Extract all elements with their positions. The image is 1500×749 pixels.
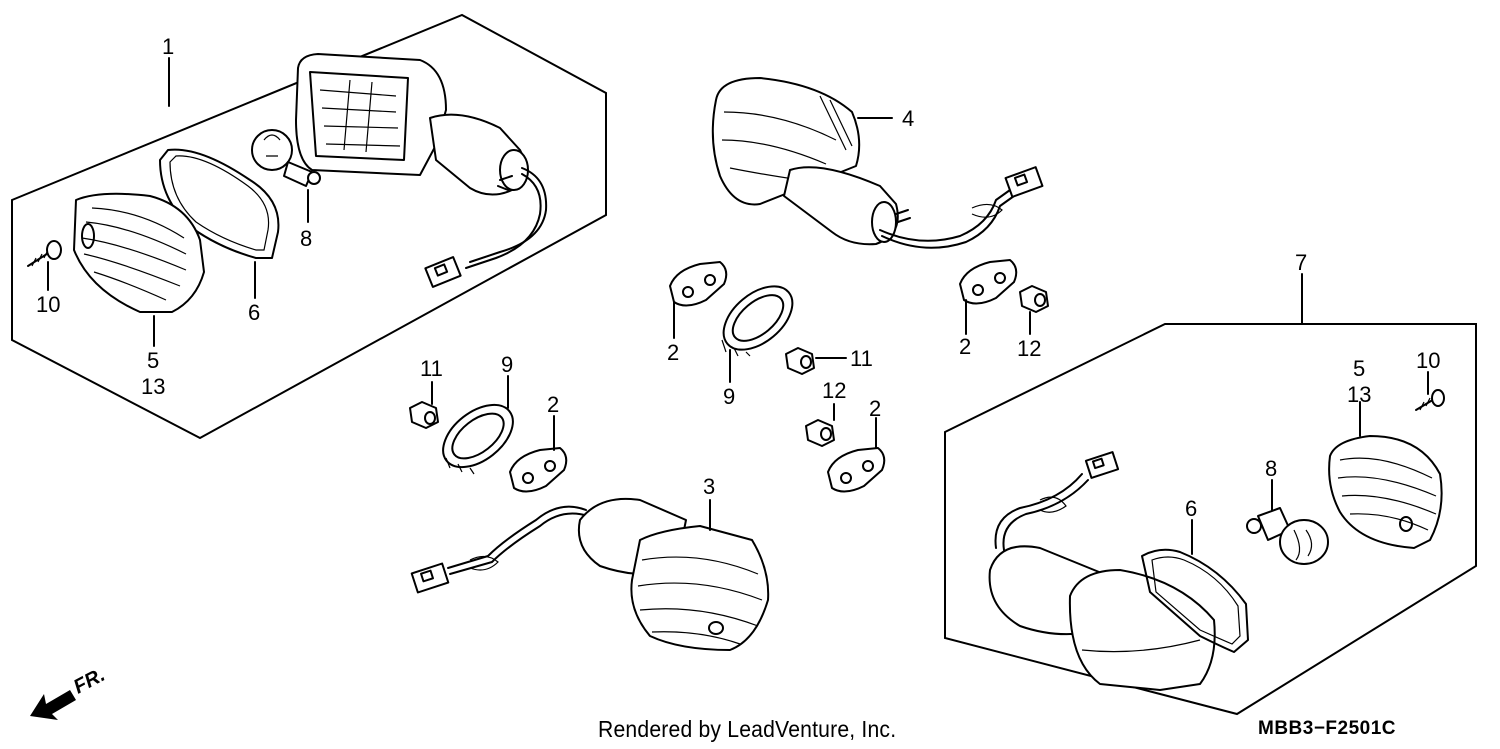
callout-2-lower-right: 2 — [869, 396, 881, 421]
callout-8-left: 8 — [300, 226, 312, 251]
lens-5-left[interactable] — [73, 192, 205, 313]
rubber-9-left[interactable] — [432, 392, 525, 479]
leader-lines — [47, 57, 1429, 555]
arrow-icon — [30, 690, 76, 720]
screw-10-right[interactable] — [1415, 389, 1445, 411]
front-direction-label: FR. — [70, 664, 109, 699]
plate-2-lower-right[interactable] — [827, 447, 886, 493]
assembly-frame-front-left — [11, 13, 607, 440]
callout-9-left: 9 — [501, 352, 513, 377]
gasket-6-right[interactable] — [1141, 548, 1249, 653]
callout-3: 3 — [703, 474, 715, 499]
callout-13-left: 13 — [141, 374, 165, 399]
callout-10-left: 10 — [36, 292, 60, 317]
rubber-9-center[interactable] — [712, 274, 804, 362]
screw-10-left[interactable] — [27, 240, 62, 267]
render-credit: Rendered by LeadVenture, Inc. — [598, 716, 897, 742]
callout-12-right-top: 12 — [1017, 336, 1041, 361]
callout-6-right: 6 — [1185, 496, 1197, 521]
callout-8-right: 8 — [1265, 456, 1277, 481]
callout-labels: 1 8 6 5 13 10 4 2 2 9 11 12 12 2 11 9 2 … — [36, 34, 1440, 521]
nut-12-center[interactable] — [805, 419, 835, 447]
callout-11-center: 11 — [850, 346, 873, 371]
callout-2-lower-left: 2 — [547, 392, 559, 417]
callout-2-center-top: 2 — [667, 340, 679, 365]
callout-9-center: 9 — [723, 384, 735, 409]
callout-1: 1 — [162, 34, 174, 59]
callout-4: 4 — [902, 106, 914, 131]
front-direction-indicator: FR. — [30, 664, 109, 720]
nut-11-center[interactable] — [785, 347, 815, 375]
nut-11-left[interactable] — [409, 401, 439, 429]
front-right-winker-assembly[interactable] — [988, 451, 1216, 691]
nut-12-right[interactable] — [1019, 285, 1049, 313]
plate-2-lower-left[interactable] — [509, 447, 568, 493]
plate-2-center-top[interactable] — [669, 261, 728, 307]
bulb-8-left[interactable] — [251, 129, 321, 187]
callout-13-right: 13 — [1347, 382, 1371, 407]
front-left-winker-assembly[interactable] — [295, 53, 548, 288]
callout-11-left: 11 — [420, 356, 443, 381]
diagram-code: MBB3−F2501C — [1258, 718, 1397, 739]
assembly-frame-front-right — [944, 323, 1477, 716]
rear-right-winker[interactable] — [410, 497, 770, 651]
bulb-8-right[interactable] — [1246, 507, 1329, 565]
callout-2-right-top: 2 — [959, 334, 971, 359]
callout-5-left: 5 — [147, 348, 159, 373]
callout-6-left: 6 — [248, 300, 260, 325]
callout-10-right: 10 — [1416, 348, 1440, 373]
callout-7: 7 — [1295, 250, 1307, 275]
lens-5-right[interactable] — [1328, 435, 1443, 549]
rear-left-winker[interactable] — [711, 77, 1044, 249]
callout-12-center: 12 — [822, 378, 846, 403]
plate-2-right-top[interactable] — [959, 259, 1018, 305]
callout-5-right: 5 — [1353, 356, 1365, 381]
